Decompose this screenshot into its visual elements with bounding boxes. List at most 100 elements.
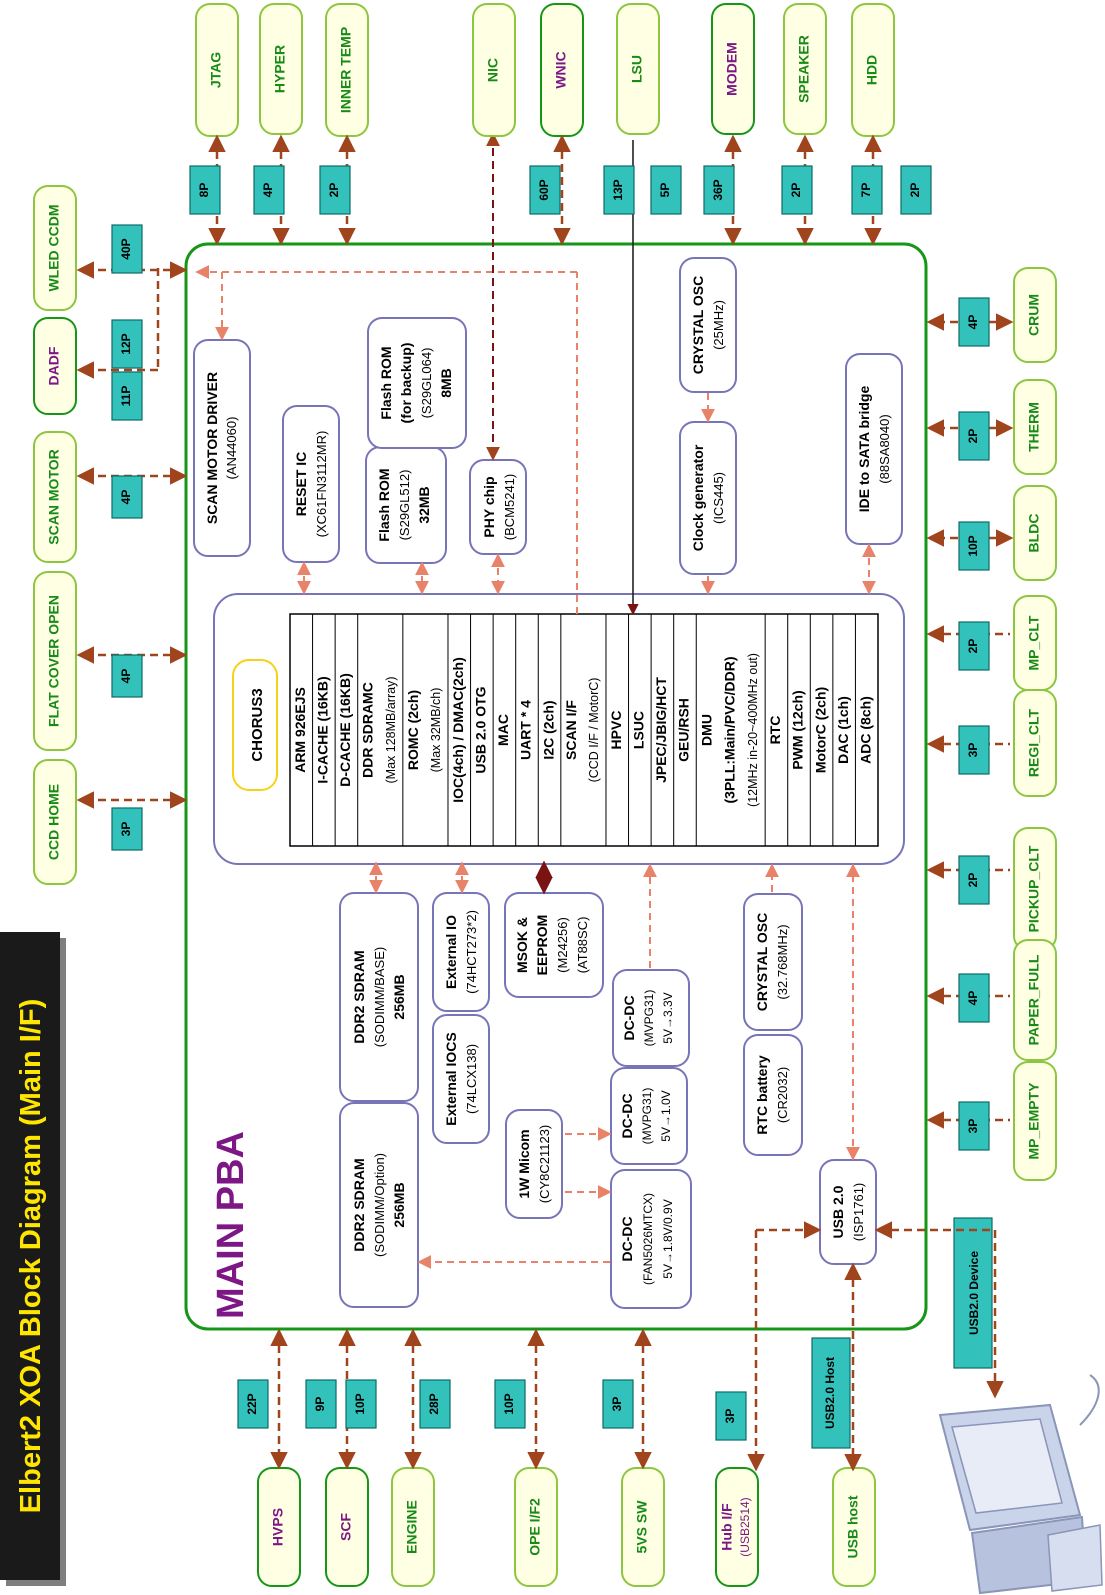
connector-engine: ENGINE [392, 1468, 434, 1586]
connector-modem: MODEM [712, 4, 754, 134]
connector-label: PICKUP_CLT [1026, 845, 1042, 932]
svg-text:(88SA8040): (88SA8040) [877, 414, 892, 483]
connector-regi-clt: REGI_CLT [1014, 690, 1056, 796]
usb20-controller-block: USB 2.0 (ISP1761) [820, 1160, 876, 1264]
flash-rom-backup-block: Flash ROM (for backup) (S29GL064) 8MB [368, 318, 466, 448]
connector-ccd-home: CCD HOME [34, 760, 76, 884]
soc-block-label: ADC (8ch) [857, 696, 873, 764]
board-label: MAIN PBA [210, 1131, 252, 1319]
svg-text:(S29GL064): (S29GL064) [419, 348, 434, 419]
soc-block-label: (Max 128MB/array) [384, 677, 398, 784]
svg-text:(SODIMM/Option): (SODIMM/Option) [372, 1153, 387, 1257]
connector-hub-i-f: Hub I/F(USB2514) [716, 1468, 758, 1586]
bottom-connectors: HVPSSCFENGINEOPE I/F25VS SWHub I/F(USB25… [238, 1332, 875, 1586]
connector-wled-ccdm: WLED CCDM [34, 186, 76, 310]
soc-block-label: D-CACHE (16KB) [337, 673, 353, 787]
soc-block-label: MAC [495, 714, 511, 746]
soc-block-label: JPEC/JBIG/HCT [653, 677, 669, 783]
connector-label: NIC [485, 58, 501, 82]
svg-text:32MB: 32MB [416, 486, 432, 523]
usb-host-tag-label: USB2.0 Host [823, 1357, 837, 1429]
connector-label: INNER TEMP [338, 27, 354, 113]
svg-text:(32.768MHz): (32.768MHz) [775, 924, 790, 999]
soc-block-label: MotorC (2ch) [812, 687, 828, 773]
pin-count-label: 9P [313, 1397, 327, 1412]
connector-hyper: HYPER [260, 4, 302, 134]
pin-count-label: 40P [119, 238, 133, 259]
svg-text:MSOK &: MSOK & [514, 917, 530, 973]
connector-paper-full: PAPER_FULL [1014, 940, 1056, 1060]
pin-count-label: 36P [711, 179, 725, 200]
pin-count-label: 2P [966, 873, 980, 888]
connector-label: DADF [46, 346, 62, 385]
soc-block-label: ROMC (2ch) [405, 690, 421, 770]
pin-count-label: 28P [427, 1393, 441, 1414]
svg-text:Flash ROM: Flash ROM [378, 346, 394, 419]
connector-scan-motor: SCAN MOTOR [34, 432, 76, 562]
connector-hdd: HDD [852, 4, 894, 136]
svg-text:External IO: External IO [443, 915, 459, 989]
svg-text:USB 2.0: USB 2.0 [830, 1185, 846, 1238]
soc-block-label: I-CACHE (16KB) [315, 676, 331, 783]
connector-label: MODEM [724, 42, 740, 96]
computer-icon [940, 1375, 1102, 1593]
connector-label: HYPER [272, 45, 288, 93]
connector-label: 5VS SW [634, 1500, 650, 1554]
connector-label: CCD HOME [46, 784, 62, 860]
svg-text:5V→1.8V/0.9V: 5V→1.8V/0.9V [661, 1199, 675, 1278]
crystal-osc-32khz-block: CRYSTAL OSC (32.768MHz) [744, 894, 802, 1030]
usb-device-tag: USB2.0 Device [954, 1218, 992, 1368]
soc-block-label: DAC (1ch) [835, 696, 851, 764]
pin-count-label: 4P [966, 991, 980, 1006]
pin-count-label: 60P [537, 179, 551, 200]
connector-scf: SCF [326, 1468, 368, 1586]
soc-block-label: HPVC [608, 711, 624, 750]
svg-text:DC-DC: DC-DC [619, 1093, 635, 1138]
svg-text:Flash ROM: Flash ROM [376, 468, 392, 541]
title-banner: Elbert2 XOA Block Diagram (Main I/F) [0, 932, 66, 1586]
reset-ic-block: RESET IC (XC61FN3112MR) [283, 406, 339, 562]
soc-block-label: (3PLL:Main/PVC/DDR) [721, 657, 737, 804]
dcdc-1v0-block: DC-DC (MVPG31) 5V→1.0V [611, 1068, 687, 1164]
svg-text:(BCM5241): (BCM5241) [502, 474, 517, 540]
dcdc-1v8-block: DC-DC (FAN5026MTCX) 5V→1.8V/0.9V [611, 1170, 691, 1308]
svg-text:(CR2032): (CR2032) [775, 1067, 790, 1123]
pin-count-label: 3P [966, 743, 980, 758]
connector-label: ENGINE [404, 1500, 420, 1554]
pin-count-label: 2P [966, 639, 980, 654]
diagram-title: Elbert2 XOA Block Diagram (Main I/F) [15, 999, 47, 1514]
connector-label: HVPS [270, 1508, 286, 1546]
pin-count-label: 3P [610, 1397, 624, 1412]
svg-text:DC-DC: DC-DC [619, 1216, 635, 1261]
connector-crum: CRUM [1014, 268, 1056, 362]
external-io-block: External IO (74HCT273*2) [433, 893, 489, 1011]
svg-text:CRYSTAL OSC: CRYSTAL OSC [754, 913, 770, 1012]
connector-mp-empty: MP_EMPTY [1014, 1062, 1056, 1180]
pin-count-label: 12P [119, 333, 133, 354]
soc-block-label: (Max 32MB/ch) [429, 688, 443, 773]
pin-count-label: 2P [789, 183, 803, 198]
ide-sata-bridge-block: IDE to SATA bridge (88SA8040) [846, 354, 902, 544]
svg-text:(S29GL512): (S29GL512) [397, 470, 412, 541]
svg-text:(M24256): (M24256) [555, 917, 570, 973]
crystal-osc-25mhz-block: CRYSTAL OSC (25MHz) [680, 258, 736, 392]
connector-label: SPEAKER [796, 35, 812, 103]
scan-motor-driver-block: SCAN MOTOR DRIVER (AN44060) [194, 340, 250, 556]
connector-label: BLDC [1026, 514, 1042, 553]
connector-label: Hub I/F [719, 1503, 735, 1551]
connector-label: WNIC [553, 51, 569, 88]
svg-text:1W Micom: 1W Micom [516, 1129, 532, 1198]
connector-bldc: BLDC [1014, 486, 1056, 580]
ddr2-base-block: DDR2 SDRAM (SODIMM/BASE) 256MB [340, 893, 418, 1101]
svg-text:(AT88SC): (AT88SC) [575, 917, 590, 974]
chorus3-label: CHORUS3 [249, 688, 266, 761]
pin-count-label: 4P [966, 315, 980, 330]
connector-hvps: HVPS [258, 1468, 300, 1586]
phy-chip-block: PHY chip (BCM5241) [470, 460, 526, 554]
pin-count-label: 2P [966, 429, 980, 444]
connector-nic: NIC [473, 4, 515, 136]
connector-label: USB host [845, 1495, 861, 1558]
svg-text:(SODIMM/BASE): (SODIMM/BASE) [372, 947, 387, 1047]
svg-text:DDR2 SDRAM: DDR2 SDRAM [351, 1158, 367, 1251]
